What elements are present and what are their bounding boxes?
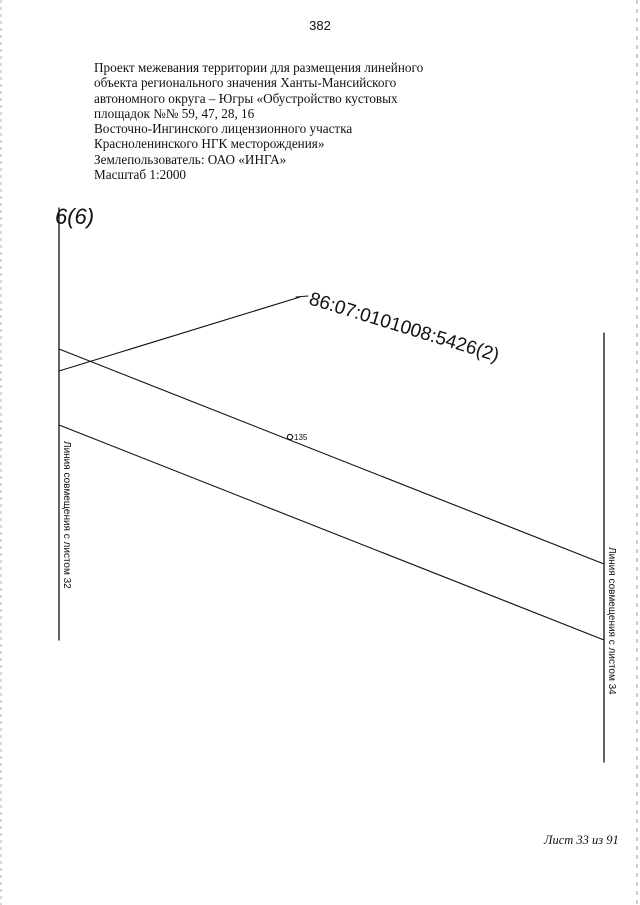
scan-edge-left	[0, 0, 2, 905]
header-line: Землепользователь: ОАО «ИНГА»	[94, 151, 287, 167]
header-line: Проект межевания территории для размещен…	[94, 60, 424, 75]
document-header: Проект межевания территории для размещен…	[94, 60, 454, 182]
page-number: 382	[309, 18, 331, 33]
cadastral-number-label: 86:07:0101008:5426(2)	[307, 289, 502, 367]
header-line: Восточно-Ингинского лицензионного участк…	[94, 121, 353, 137]
scan-edge-right	[636, 0, 638, 905]
corridor-line-upper	[58, 348, 605, 565]
label-leader	[295, 295, 309, 298]
parcel-left-label: 6(6)	[55, 204, 94, 229]
header-line: Масштаб 1:2000	[94, 167, 187, 183]
header-line: автономного округа – Югры «Обустройство …	[94, 90, 398, 106]
sheet-number: Лист 33 из 91	[544, 833, 619, 847]
survey-point-marker	[286, 433, 294, 441]
survey-point-label: 135	[294, 433, 308, 442]
corridor-line-lower	[58, 424, 605, 641]
header-line: площадок №№ 59, 47, 28, 16	[94, 105, 255, 121]
right-match-caption: Линия совмещения с листом 34	[606, 547, 617, 695]
left-match-caption: Линия совмещения с листом 32	[61, 441, 72, 589]
parcel-boundary-upper	[58, 296, 301, 372]
header-line: объекта регионального значения Ханты-Ман…	[94, 75, 397, 91]
header-line: Красноленинского НГК месторождения»	[94, 136, 325, 152]
